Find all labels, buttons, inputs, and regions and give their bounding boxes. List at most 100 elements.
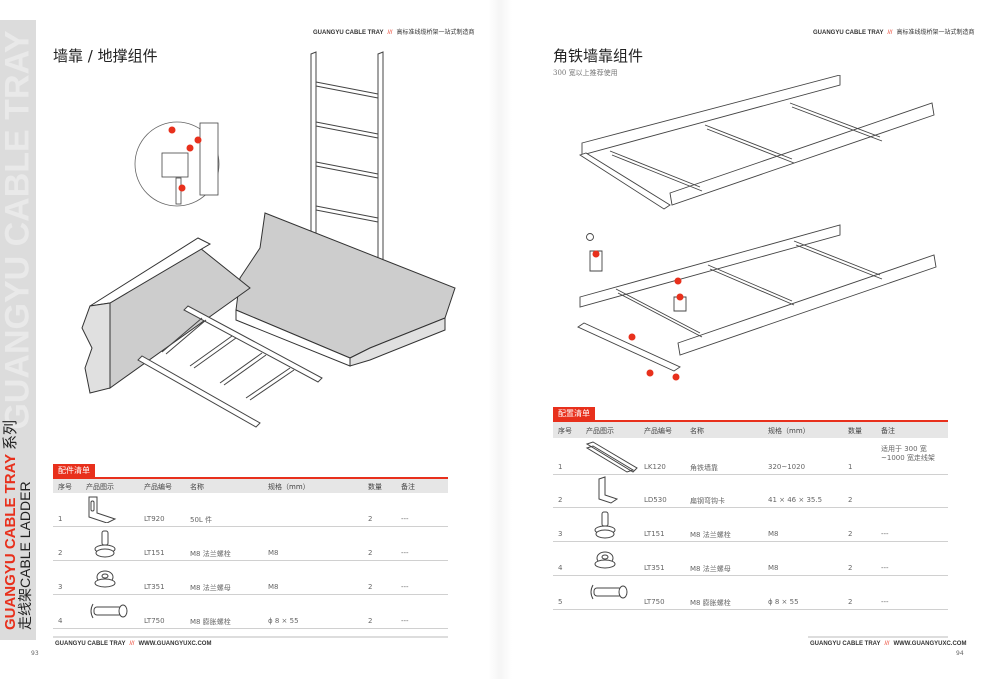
footer-url[interactable]: WWW.GUANGYUXC.COM [893, 641, 967, 647]
table-row: 4 LT750 M8 膨胀螺栓 ϕ 8 × 55 2 --- [53, 595, 448, 629]
row-name: M8 法兰螺栓 [690, 531, 731, 539]
table-accent-line [53, 477, 448, 479]
row-code: LT351 [144, 583, 165, 591]
row-spec: 41 × 46 × 35.5 [768, 496, 823, 504]
callout-marker [178, 184, 186, 192]
header-slogan: 高标准线缆桥架一站式制造商 [396, 30, 475, 36]
row-note: --- [881, 598, 889, 606]
page-title-right: 角铁墙靠组件 [553, 47, 644, 65]
row-spec: M8 [268, 583, 279, 591]
col-qty: 数量 [368, 483, 382, 491]
row-spec: ϕ 8 × 55 [268, 617, 299, 625]
wall-slab [81, 237, 251, 394]
col-note: 备注 [401, 483, 415, 491]
row-qty: 1 [848, 463, 853, 471]
footer-url[interactable]: WWW.GUANGYUXC.COM [138, 641, 212, 647]
series-label: GUANGYU CABLE TRAY 系列 走线架CABLE LADDER [2, 419, 33, 631]
table-row: 2 LD530 扁钢弯钩卡 41 × 46 × 35.5 2 [553, 475, 948, 508]
callout-marker [168, 126, 176, 134]
left-page: GUANGYU CABLE TRAY GUANGYU CABLE TRAY 系列… [0, 20, 475, 657]
table-row: 3 LT351 M8 法兰螺母 M8 2 --- [53, 561, 448, 595]
floor-slab [235, 212, 456, 367]
row-no: 4 [558, 564, 563, 572]
row-no: 1 [58, 515, 63, 523]
footer-brand: GUANGYU CABLE TRAY [55, 641, 126, 647]
row-name: M8 膨胀螺栓 [690, 599, 731, 607]
series-product: 走线架CABLE LADDER [17, 481, 33, 631]
col-spec: 规格（mm） [268, 483, 310, 491]
header-line-right: GUANGYU CABLE TRAY///高标准线缆桥架一站式制造商 [813, 27, 974, 36]
table-accent-line [553, 420, 948, 422]
callout-marker [676, 293, 684, 301]
row-note: --- [401, 617, 409, 625]
row-code: LT351 [644, 564, 665, 572]
flange-bolt-thumbnail [94, 530, 116, 558]
col-note: 备注 [881, 427, 895, 435]
table-header-right: 序号 产品图示 产品编号 名称 规格（mm） 数量 备注 [553, 422, 948, 438]
col-spec: 规格（mm） [768, 427, 810, 435]
flange-nut-thumbnail [594, 551, 616, 569]
header-brand: GUANGYU CABLE TRAY [313, 30, 384, 36]
row-qty: 2 [368, 617, 373, 625]
footer-left: GUANGYU CABLE TRAY///WWW.GUANGYUXC.COM [55, 641, 211, 647]
row-spec: ϕ 8 × 55 [768, 598, 799, 606]
table-header-left: 序号 产品图示 产品编号 名称 规格（mm） 数量 备注 [53, 479, 448, 493]
horizontal-ladder [137, 305, 323, 428]
row-note: 适用于 300 宽 ~1000 宽走线架 [881, 445, 935, 462]
callout-marker [628, 333, 636, 341]
header-brand: GUANGYU CABLE TRAY [813, 30, 884, 36]
book-spine [488, 0, 512, 679]
header-slogan: 高标准线缆桥架一站式制造商 [896, 30, 975, 36]
col-no: 序号 [58, 483, 72, 491]
callout-marker [674, 277, 682, 285]
page-subtitle-right: 300 宽以上推荐使用 [553, 69, 618, 77]
row-name: M8 法兰螺母 [690, 565, 731, 573]
col-code: 产品编号 [144, 483, 172, 491]
angle-wall-brace-illustration [577, 75, 937, 381]
exploded-assembly [577, 224, 937, 372]
row-note: --- [401, 515, 409, 523]
row-code: LT750 [644, 598, 665, 606]
callout-marker [672, 373, 680, 381]
row-note: --- [881, 564, 889, 572]
col-name: 名称 [190, 483, 204, 491]
flange-bolt-thumbnail [594, 511, 616, 539]
table-tab-right: 配置清单 [553, 407, 595, 421]
row-spec: 320~1020 [768, 463, 806, 471]
table-row: 1 LK120 角铁墙靠 320~1020 1 适用于 300 宽 ~1000 … [553, 438, 948, 475]
row-code: LT750 [144, 617, 165, 625]
page-number-left: 93 [31, 650, 39, 657]
series-suffix: 系列 [2, 419, 19, 450]
row-name: 角铁墙靠 [690, 464, 718, 472]
side-band [0, 20, 36, 640]
callout-marker [194, 136, 202, 144]
table-row: 3 LT151 M8 法兰螺栓 M8 2 --- [553, 508, 948, 542]
row-qty: 2 [368, 515, 373, 523]
footer-brand: GUANGYU CABLE TRAY [810, 641, 881, 647]
row-no: 2 [58, 549, 63, 557]
flange-nut-thumbnail [94, 570, 116, 588]
col-no: 序号 [558, 427, 572, 435]
footer-rule-right [808, 636, 948, 638]
row-code: LT151 [644, 530, 665, 538]
row-no: 1 [558, 463, 563, 471]
callout-marker [646, 369, 654, 377]
table-row: 2 LT151 M8 法兰螺栓 M8 2 --- [53, 527, 448, 561]
row-no: 3 [58, 583, 63, 591]
expansion-bolt-thumbnail [590, 584, 628, 600]
row-qty: 2 [848, 564, 853, 572]
row-code: LT920 [144, 515, 165, 523]
row-qty: 2 [848, 598, 853, 606]
callout-markers [592, 250, 684, 381]
row-qty: 2 [368, 549, 373, 557]
header-line-left: GUANGYU CABLE TRAY///高标准线缆桥架一站式制造商 [313, 27, 474, 36]
page-number-right: 94 [956, 650, 964, 657]
row-note: --- [401, 549, 409, 557]
header-mark: /// [887, 30, 893, 36]
assembled-ladder [578, 75, 935, 210]
row-name: 50L 件 [190, 516, 213, 524]
col-image: 产品图示 [586, 427, 614, 435]
footer-mark: /// [884, 641, 890, 647]
footer-mark: /// [129, 641, 135, 647]
expansion-bolt-thumbnail [90, 603, 128, 619]
